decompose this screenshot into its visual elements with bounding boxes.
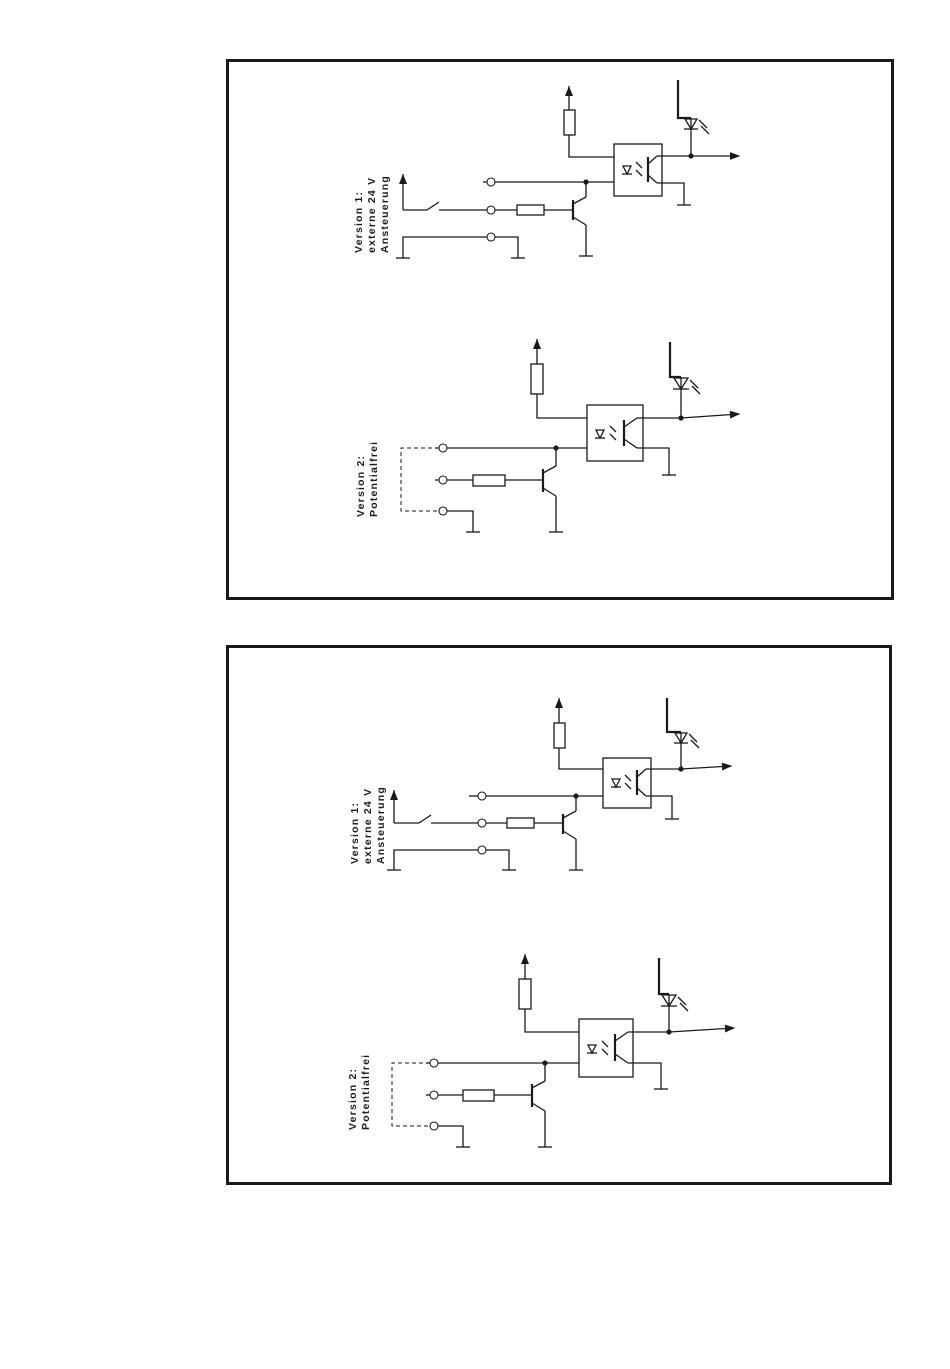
terminal [478,792,486,800]
terminal [439,476,447,484]
circuit-version-2 [401,339,739,532]
version2-label-line1: Version 2: [347,1068,359,1130]
terminal [430,1122,438,1130]
base-resistor [473,475,505,486]
schematic-panel-bottom: Version 1: externe 24 V Ansteuerung [226,645,892,1185]
output-arrow [681,414,739,418]
terminal [430,1059,438,1067]
schematic-top-svg: Version 1: externe 24 V Ansteuerung [229,62,897,603]
supply-arrow-head [533,339,541,349]
optocoupler [614,144,662,196]
jumper-dashed [401,448,439,511]
optocoupler [579,1019,633,1077]
terminal [439,507,447,515]
version1-label-line1: Version 1: [349,802,361,864]
schematic-bottom-svg: Version 1: externe 24 V Ansteuerung [229,648,895,1188]
supply-arrow-head [555,698,563,708]
led-supply [659,958,669,994]
pullup-resistor [554,723,565,748]
terminal [487,206,495,214]
schematic-panel-top: Version 1: externe 24 V Ansteuerung [226,59,894,600]
led-supply [678,80,691,118]
optocoupler [587,405,643,461]
terminal [478,819,486,827]
led-supply [670,342,681,377]
version1-label-line1: Version 1: [353,191,365,253]
output-arrow [669,1028,734,1032]
switch-icon [427,202,439,210]
version1-label-line2: externe 24 V [362,788,374,864]
terminal [487,178,495,186]
version1-label-line3: Ansteuerung [375,786,387,864]
version1-label-line3: Ansteuerung [379,175,391,253]
supply-arrow-head [565,86,573,96]
jumper-dashed [392,1063,430,1126]
circuit-version-1 [387,698,731,870]
pullup-resistor [564,110,575,135]
version2-label-line2: Potentialfrei [360,1054,372,1130]
circuit-version-2 [392,954,734,1147]
terminal [478,846,486,854]
base-resistor [507,818,534,828]
circuit-version-1 [396,80,739,258]
optocoupler [603,758,651,808]
base-resistor [463,1090,494,1101]
output-arrow [681,766,731,769]
supply-arrow-head [521,954,529,964]
terminal [439,444,447,452]
version2-label-line2: Potentialfrei [368,441,380,517]
version2-label-line1: Version 2: [355,455,367,517]
led-supply [667,698,681,732]
base-resistor [517,205,544,215]
pullup-resistor [519,979,531,1009]
terminal [487,233,495,241]
terminal [430,1091,438,1099]
switch-icon [419,815,431,823]
version1-label-line2: externe 24 V [366,177,378,253]
pullup-resistor [531,364,543,394]
wire [569,135,614,157]
